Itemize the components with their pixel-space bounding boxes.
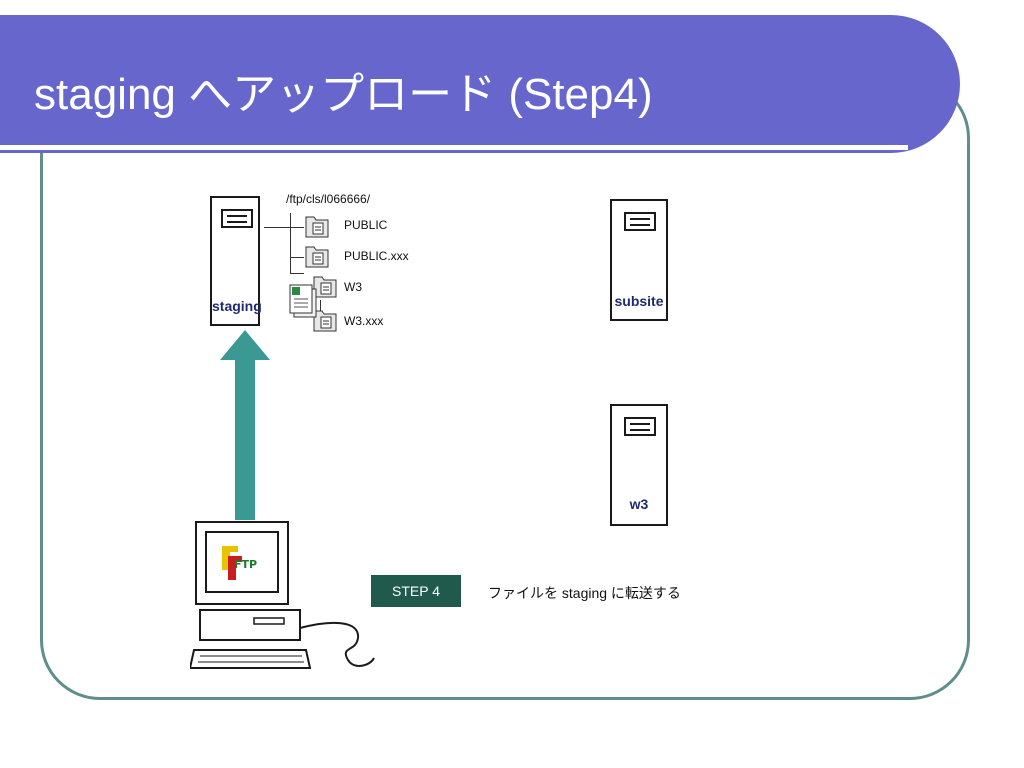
w3-server-label: w3 — [629, 496, 649, 512]
step-description: ファイルを staging に転送する — [488, 585, 681, 601]
client-computer-icon — [190, 521, 375, 669]
tree-branch — [290, 273, 304, 274]
slide-title: staging へアップロード (Step4) — [34, 70, 653, 119]
folder-file-icon — [313, 276, 337, 298]
upload-arrow-icon — [220, 330, 270, 520]
ftp-logo-icon: FTP — [222, 546, 257, 580]
directory-path: /ftp/cls/l066666/ — [286, 192, 371, 206]
file-name: PUBLIC — [344, 218, 388, 232]
file-name: W3 — [344, 280, 362, 294]
w3-server: w3 — [610, 404, 668, 526]
tree-branch — [290, 257, 304, 258]
folder-file-icon — [305, 216, 329, 238]
folder-file-icon — [305, 246, 329, 268]
title-underline — [0, 145, 908, 150]
tree-branch — [264, 227, 304, 228]
title-bar: staging へアップロード (Step4) — [0, 15, 960, 153]
server-slot-icon — [624, 212, 656, 231]
file-name: PUBLIC.xxx — [344, 249, 409, 263]
content-frame — [40, 78, 970, 700]
tree-trunk — [290, 213, 291, 273]
document-stack-icon — [289, 284, 317, 318]
staging-server: staging — [210, 196, 262, 326]
ftp-logo-text: FTP — [234, 558, 257, 571]
file-name: W3.xxx — [344, 314, 384, 328]
folder-file-icon — [313, 310, 337, 332]
server-slot-icon — [221, 209, 253, 228]
step-badge: STEP 4 — [371, 575, 461, 607]
staging-server-label: staging — [212, 298, 262, 314]
subsite-server-label: subsite — [614, 293, 664, 309]
server-slot-icon — [624, 417, 656, 436]
subsite-server: subsite — [610, 199, 668, 321]
